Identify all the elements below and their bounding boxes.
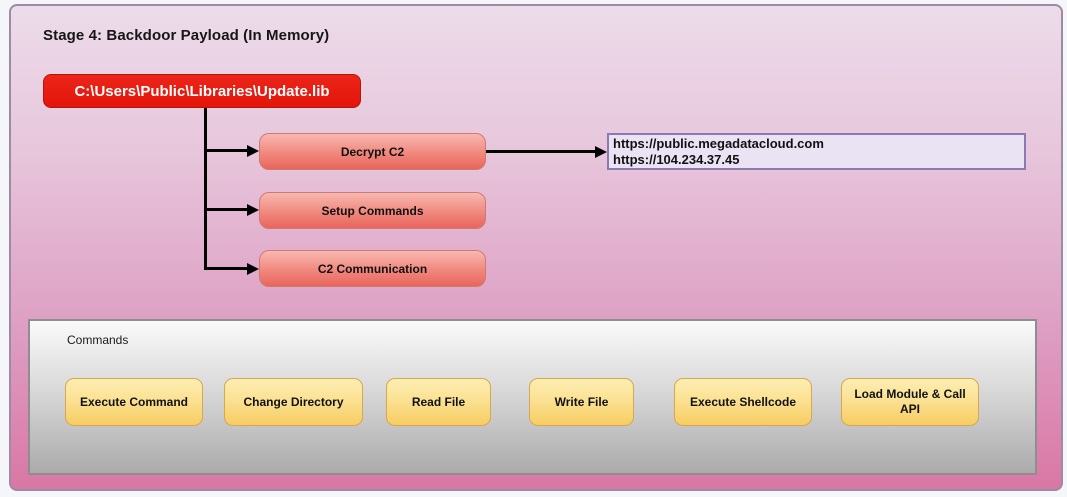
c2-endpoint-ip: https://104.234.37.45 [613,151,740,167]
commands-panel: Commands Execute Command Change Director… [28,319,1037,475]
command-label: Change Directory [243,394,344,409]
connector-branch-c2comm [204,267,247,270]
connector-decrypt-to-endpoints [486,150,595,153]
payload-file-label: C:\Users\Public\Libraries\Update.lib [74,82,330,100]
flow-node-label: C2 Communication [317,261,428,276]
command-label: Load Module & Call API [854,387,966,416]
command-node-execute-shellcode: Execute Shellcode [674,378,812,426]
connector-branch-decrypt [204,149,247,152]
arrowhead-endpoints-icon [595,145,607,158]
connector-trunk-line [204,108,207,270]
payload-file-node: C:\Users\Public\Libraries\Update.lib [43,74,361,108]
flow-node-decrypt-c2: Decrypt C2 [259,133,486,170]
flow-node-c2-communication: C2 Communication [259,250,486,287]
command-label: Execute Command [79,394,189,409]
flow-node-setup-commands: Setup Commands [259,192,486,229]
stage-title: Stage 4: Backdoor Payload (In Memory) [43,27,330,44]
commands-panel-label: Commands [67,333,129,347]
command-label: Write File [554,394,609,409]
command-label: Read File [411,394,466,409]
c2-endpoints-box: https://public.megadatacloud.com https:/… [607,133,1026,170]
arrowhead-c2comm-icon [247,262,259,275]
command-node-execute-command: Execute Command [65,378,203,426]
flow-node-label: Decrypt C2 [340,144,405,159]
command-node-load-module-call-api: Load Module & Call API [841,378,979,426]
arrowhead-setup-icon [247,203,259,216]
connector-branch-setup [204,208,247,211]
flow-node-label: Setup Commands [321,203,424,218]
command-node-read-file: Read File [386,378,491,426]
arrowhead-decrypt-icon [247,144,259,157]
command-node-change-directory: Change Directory [224,378,363,426]
command-node-write-file: Write File [529,378,634,426]
command-label: Execute Shellcode [689,394,797,409]
c2-endpoint-url: https://public.megadatacloud.com [613,135,824,151]
